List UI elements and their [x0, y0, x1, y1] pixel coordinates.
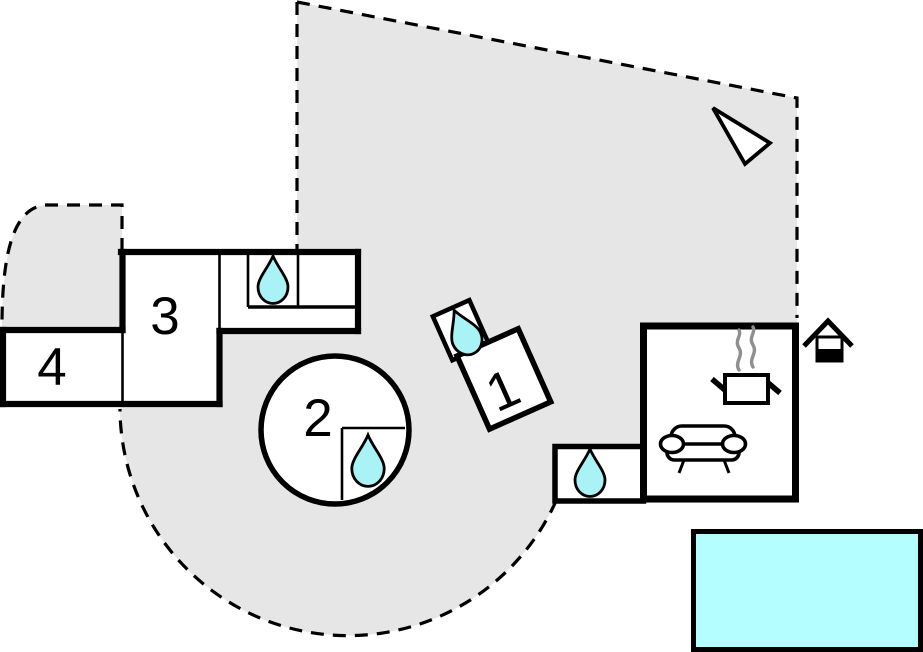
room-2-wall — [258, 353, 412, 507]
sofa-arm-right — [720, 433, 748, 455]
sofa-leg-right — [722, 459, 731, 474]
room-4-label: 4 — [37, 338, 66, 397]
water-drop-icon — [256, 252, 290, 305]
room-1-wall — [453, 325, 555, 433]
steam-icon — [735, 325, 757, 372]
room-3-label: 3 — [150, 287, 179, 346]
plot-boundary — [0, 0, 799, 638]
room-1: 1 — [429, 297, 555, 433]
plot-boundary-northwest — [0, 203, 124, 327]
water-drop-icon — [573, 445, 607, 498]
swimming-pool — [691, 529, 923, 652]
house-body-lower — [816, 349, 843, 362]
sofa-icon — [658, 424, 748, 474]
house-roof — [802, 317, 854, 348]
pot-body — [723, 373, 770, 405]
sofa-leg-left — [677, 459, 686, 474]
room-2: 2 — [258, 353, 412, 507]
sofa-arm-left — [658, 433, 686, 455]
cooking-pot-icon — [710, 325, 782, 405]
living-room — [552, 322, 799, 504]
north-arrow-icon — [711, 106, 774, 167]
room-2-shower-partition — [340, 426, 405, 500]
living-room-wall — [640, 322, 799, 503]
house-icon — [802, 317, 854, 363]
water-drop-icon — [350, 431, 386, 488]
room-2-label: 2 — [303, 389, 332, 448]
plot-boundary-top-right — [296, 0, 799, 318]
water-drop-icon — [450, 306, 484, 357]
left-building-outer-walls — [0, 248, 362, 408]
left-building-inner-walls — [121, 252, 300, 404]
plot-area-northwest — [2, 205, 122, 330]
plot-boundary-south-arc — [118, 408, 558, 638]
